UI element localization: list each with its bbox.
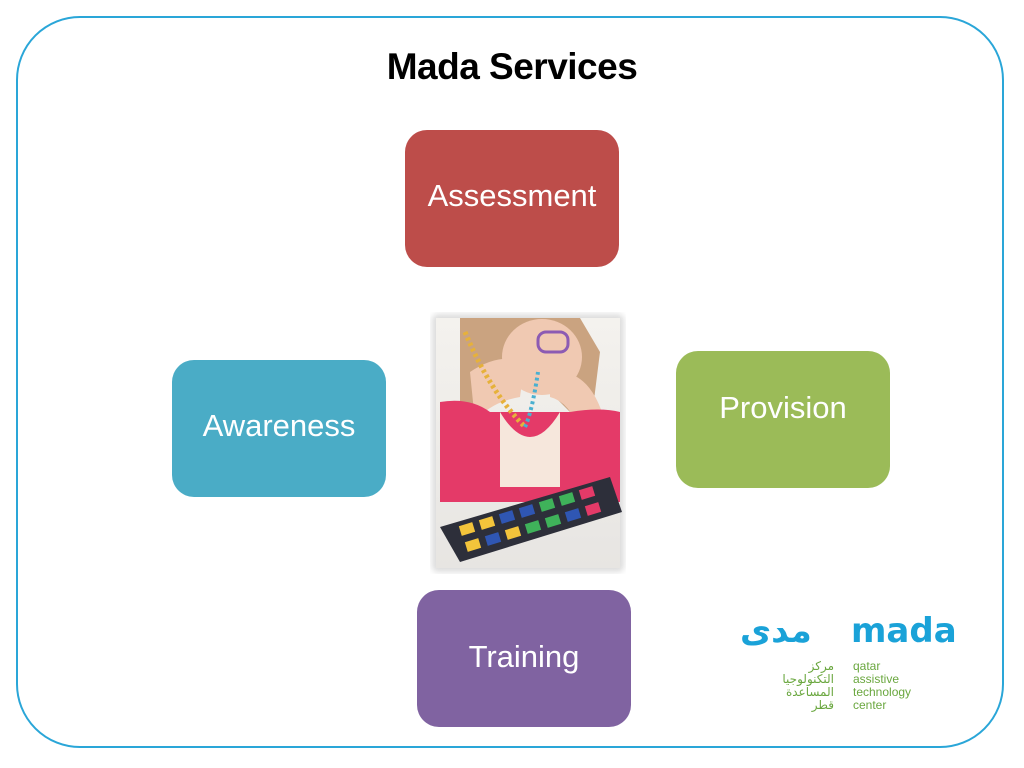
service-box-awareness: Awareness bbox=[172, 360, 386, 497]
child-keyboard-photo bbox=[432, 314, 624, 572]
mada-arabic-wordmark: مدى bbox=[740, 612, 812, 651]
mada-wordmark: mada bbox=[851, 612, 957, 651]
service-box-training: Training bbox=[417, 590, 631, 727]
logo-english-lines: qatar assistive technology center bbox=[853, 660, 911, 712]
mada-logo: مدى mada bbox=[740, 612, 957, 651]
logo-arabic-line-1: مركز bbox=[808, 659, 834, 673]
logo-english-line-3: technology bbox=[853, 685, 912, 699]
slide-frame bbox=[16, 16, 1004, 748]
logo-arabic-line-2: التكنولوجيا bbox=[782, 672, 834, 686]
logo-english-line-1: qatar bbox=[853, 659, 881, 673]
service-box-assessment: Assessment bbox=[405, 130, 619, 267]
logo-arabic-line-3: المساعدة bbox=[785, 685, 834, 699]
service-label-awareness: Awareness bbox=[202, 407, 356, 443]
logo-english-line-2: assistive bbox=[853, 672, 900, 686]
service-label-training: Training bbox=[468, 638, 580, 674]
logo-arabic-line-4: قطر bbox=[811, 698, 834, 712]
slide-title: Mada Services bbox=[386, 46, 638, 87]
service-box-provision: Provision bbox=[676, 351, 890, 488]
service-label-assessment: Assessment bbox=[427, 177, 597, 213]
logo-arabic-lines: مركز التكنولوجيا المساعدة قطر bbox=[760, 660, 834, 712]
service-label-provision: Provision bbox=[719, 389, 847, 425]
logo-english-line-4: center bbox=[853, 698, 887, 712]
